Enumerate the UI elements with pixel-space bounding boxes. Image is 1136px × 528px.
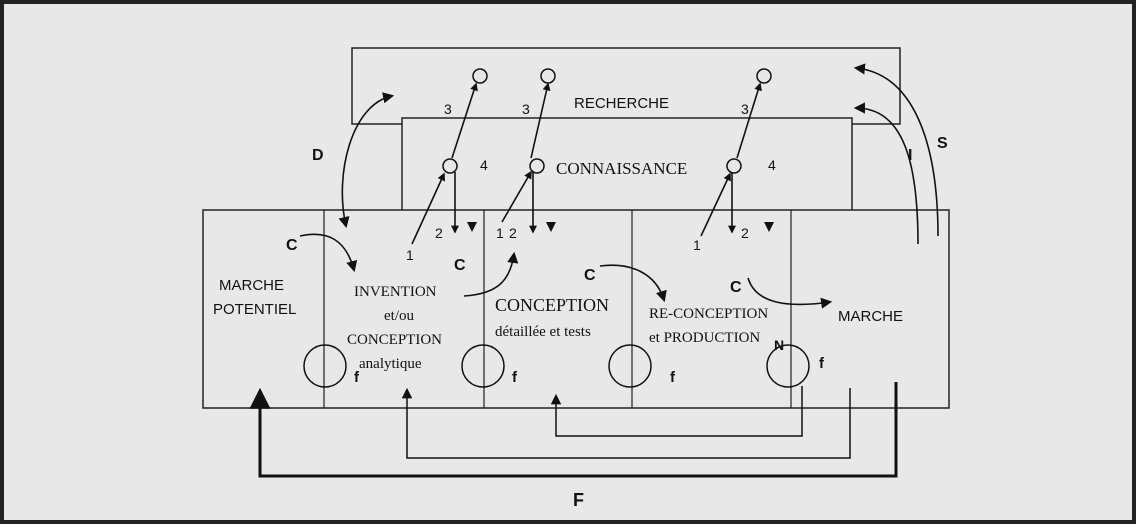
feedback-circle-2 (461, 344, 505, 388)
label-f-1: f (354, 369, 360, 386)
arrow-c-3 (599, 264, 667, 303)
label-c-1: C (286, 237, 298, 254)
label-c-4: C (730, 279, 742, 296)
label-4-b: 4 (768, 157, 776, 173)
label-2-a: 2 (435, 225, 443, 241)
arrow-k-to-r-a (451, 82, 478, 159)
connaissance-label: CONNAISSANCE (556, 159, 687, 178)
recherche-node-1 (472, 68, 488, 84)
diagram-canvas: RECHERCHE CONNAISSANCE MARCHE POTENTIEL … (202, 47, 950, 510)
reconception-label-2: et PRODUCTION (649, 330, 760, 346)
arrow-1-to-k-a (411, 172, 445, 245)
marche-label: MARCHE (838, 308, 903, 325)
arrow-1-to-k-b (501, 170, 532, 223)
label-s: S (937, 135, 948, 152)
arrow-s (853, 63, 939, 237)
connaissance-node-2 (529, 158, 545, 174)
arrow-k-to-r-b (530, 82, 551, 159)
conception-label-2: détaillée et tests (495, 324, 591, 340)
label-c-2: C (454, 257, 466, 274)
connaissance-node-1 (442, 158, 458, 174)
label-f-4: f (819, 355, 825, 372)
connaissance-node-3 (726, 158, 742, 174)
recherche-node-2 (540, 68, 556, 84)
small-arrow-2 (546, 222, 556, 232)
label-1-b: 1 (496, 225, 504, 241)
feedback-circle-1 (303, 344, 347, 388)
invention-label-3: CONCEPTION (347, 332, 442, 348)
feedback-circle-3 (608, 344, 652, 388)
chain-box (202, 209, 950, 409)
feedback-circle-4 (766, 344, 810, 388)
label-1-a: 1 (406, 247, 414, 263)
arrow-1-to-k-c (700, 172, 731, 237)
feedback-line-2 (401, 387, 851, 459)
marche-potentiel-label-2: POTENTIEL (213, 301, 296, 318)
feedback-line-1 (550, 386, 803, 437)
label-c-3: C (584, 267, 596, 284)
feedback-line-f (249, 382, 898, 478)
label-2-b: 2 (509, 225, 517, 241)
recherche-box (351, 47, 901, 125)
recherche-node-3 (756, 68, 772, 84)
marche-potentiel-label-1: MARCHE (219, 277, 284, 294)
small-arrow-1 (467, 222, 477, 232)
small-arrow-3 (764, 222, 774, 232)
label-f-2: f (512, 369, 518, 386)
label-f-3: f (670, 369, 676, 386)
label-i: I (908, 147, 912, 164)
arrow-c-1 (299, 233, 358, 273)
label-3-b: 3 (522, 101, 530, 117)
arrow-i (853, 102, 919, 245)
label-4-a: 4 (480, 157, 488, 173)
label-2-c: 2 (741, 225, 749, 241)
connaissance-box (401, 117, 853, 213)
arrow-k-to-r-c (736, 82, 762, 159)
invention-label-4: analytique (359, 356, 422, 372)
arrow-d (338, 92, 395, 229)
label-3-a: 3 (444, 101, 452, 117)
label-d: D (312, 147, 324, 164)
label-f-main: F (573, 490, 584, 510)
recherche-label: RECHERCHE (574, 95, 669, 112)
arrow-c-4 (747, 277, 833, 309)
arrow-c-2 (463, 251, 519, 297)
reconception-label-1: RE-CONCEPTION (649, 306, 768, 322)
label-1-c: 1 (693, 237, 701, 253)
label-3-c: 3 (741, 101, 749, 117)
label-n: N (774, 337, 784, 353)
conception-label-1: CONCEPTION (495, 295, 609, 315)
invention-label-2: et/ou (384, 308, 414, 324)
invention-label-1: INVENTION (354, 284, 437, 300)
